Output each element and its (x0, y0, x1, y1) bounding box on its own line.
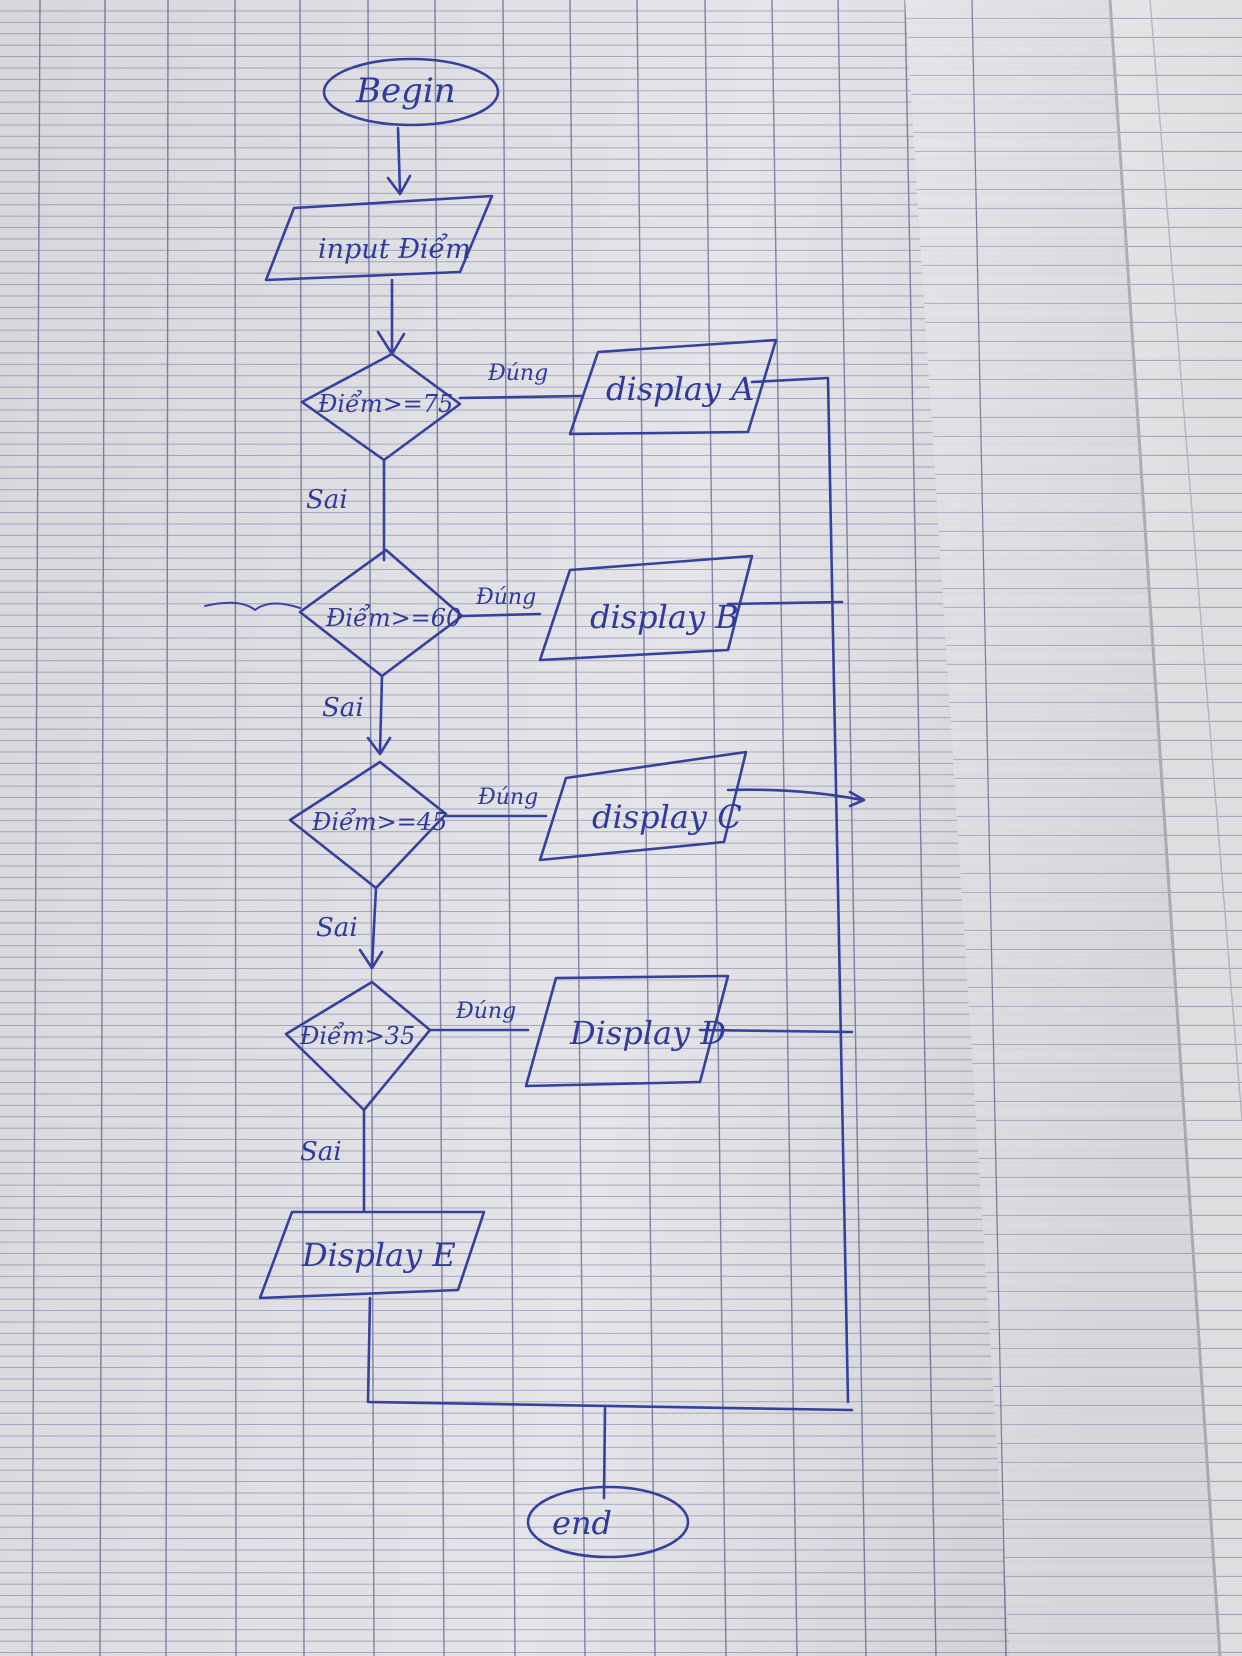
action-e-parallelogram (258, 1210, 486, 1300)
action-e-label: Display E (301, 1236, 456, 1274)
decision-1-no-label: Sai (306, 485, 348, 515)
end-terminal (526, 1485, 690, 1559)
decision-3-yes-label: Đúng (477, 785, 538, 810)
action-a-parallelogram (568, 338, 778, 436)
decision-2-label: Điểm>=60 (325, 603, 461, 632)
action-a-label: display A (606, 370, 754, 408)
decision-2-yes-label: Đúng (475, 585, 536, 610)
decision-3-no-label: Sai (316, 913, 358, 943)
decision-4-label: Điểm>35 (299, 1021, 415, 1050)
input-parallelogram (264, 194, 494, 282)
decision-3-label: Điểm>=45 (311, 807, 447, 836)
decision-2-no-label: Sai (322, 693, 364, 723)
action-c-parallelogram (538, 750, 748, 862)
decision-1-label: Điểm>=75 (317, 389, 453, 418)
input-label: input Điểm (318, 232, 471, 265)
action-d-parallelogram (524, 974, 730, 1088)
decision-4-no-label: Sai (300, 1137, 342, 1167)
action-b-label: display B (590, 598, 739, 636)
end-label: end (552, 1504, 612, 1542)
begin-label: Begin (355, 71, 456, 111)
decision-1-yes-label: Đúng (487, 361, 548, 386)
action-b-parallelogram (538, 554, 754, 662)
action-c-label: display C (592, 798, 742, 836)
decision-4-yes-label: Đúng (455, 999, 516, 1024)
action-d-label: Display D (569, 1014, 726, 1052)
begin-terminal (322, 57, 500, 127)
